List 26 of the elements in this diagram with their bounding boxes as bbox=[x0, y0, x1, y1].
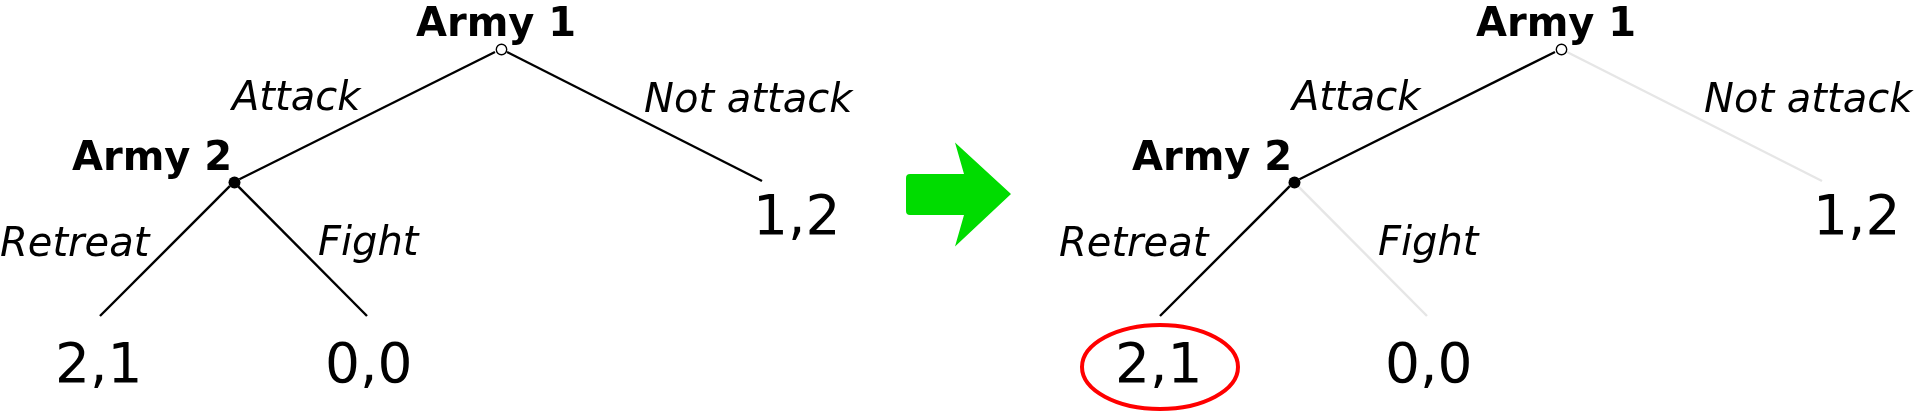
edge-label: Retreat bbox=[0, 219, 150, 265]
branch-line bbox=[506, 50, 763, 183]
branch-line bbox=[237, 185, 368, 317]
branch-line bbox=[1566, 50, 1823, 183]
payoff-label: 2,1 bbox=[55, 332, 143, 396]
highlight-ellipse bbox=[1080, 323, 1240, 411]
edge-label: Not attack bbox=[1704, 75, 1913, 121]
edge-label: Attack bbox=[1292, 73, 1421, 119]
payoff-label: 1,2 bbox=[753, 184, 841, 248]
payoff-label: 0,0 bbox=[325, 332, 413, 396]
player-label: Army 1 bbox=[416, 0, 577, 44]
branch-line bbox=[238, 50, 496, 181]
player-label: Army 2 bbox=[72, 134, 233, 178]
edge-label: Not attack bbox=[644, 75, 853, 121]
edge-label: Fight bbox=[318, 218, 419, 264]
branch-line bbox=[1298, 50, 1556, 181]
player-label: Army 2 bbox=[1132, 134, 1293, 178]
edge-label: Fight bbox=[1378, 218, 1479, 264]
edge-label: Attack bbox=[232, 73, 361, 119]
branch-line bbox=[1159, 185, 1291, 317]
edge-label: Retreat bbox=[1059, 219, 1209, 265]
branch-line bbox=[1297, 185, 1428, 317]
branch-line bbox=[99, 185, 231, 317]
player-label: Army 1 bbox=[1476, 0, 1637, 44]
payoff-label: 0,0 bbox=[1385, 332, 1473, 396]
payoff-label: 1,2 bbox=[1813, 184, 1901, 248]
